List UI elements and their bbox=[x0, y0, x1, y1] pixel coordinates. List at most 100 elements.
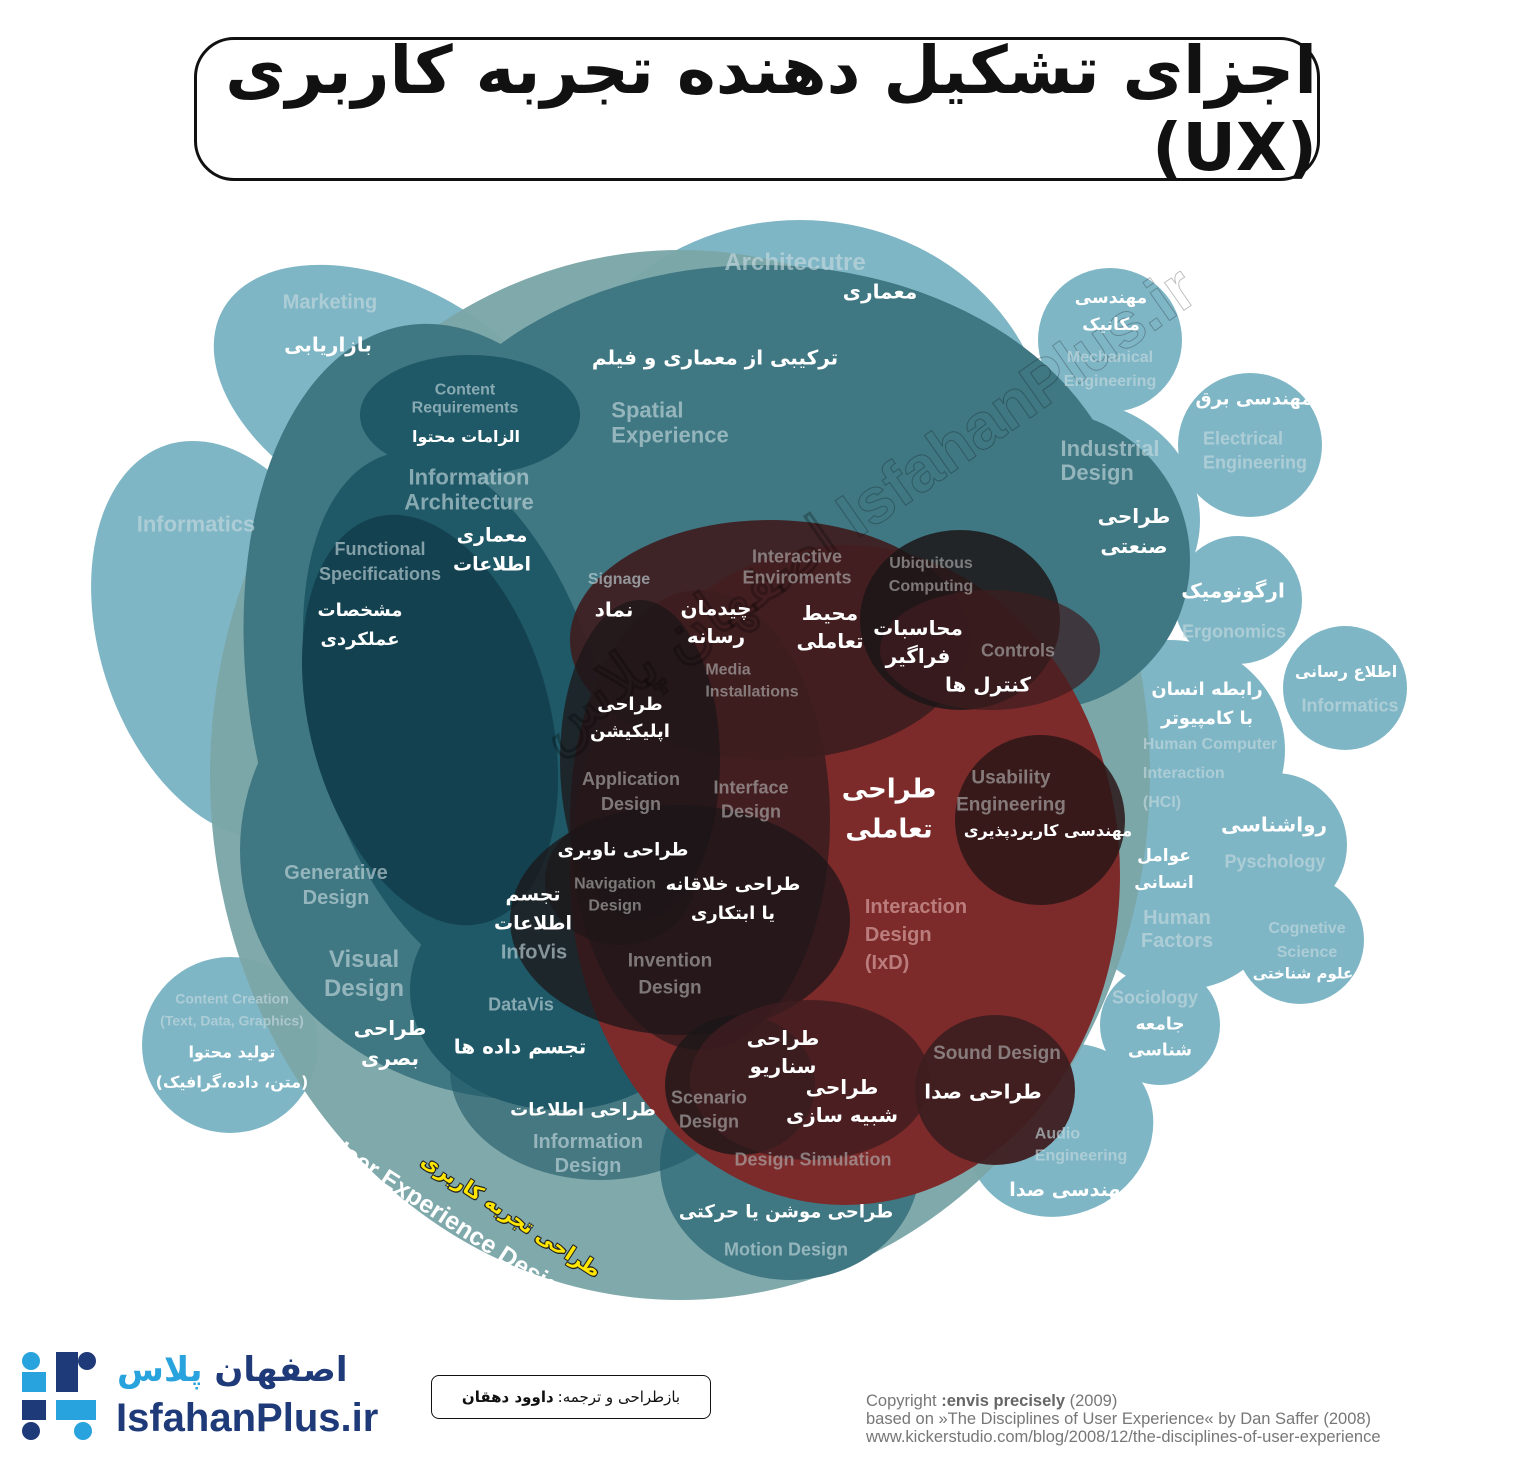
label-spatial-fa: ترکیبی از معماری و فیلم bbox=[591, 345, 839, 370]
label-cognitive-en-1: Cognetive bbox=[1268, 920, 1346, 937]
label-ubiquitous-en-2: Computing bbox=[888, 578, 974, 595]
label-ixd-en-2: Design bbox=[864, 924, 932, 946]
label-ergonomics-fa: ارگونومیک bbox=[1181, 578, 1285, 603]
label-human-factors-en-1: Human bbox=[1143, 907, 1211, 929]
label-electrical-fa: مهندسی برق bbox=[1195, 388, 1313, 410]
credit-label: بازطراحی و ترجمه: bbox=[557, 1388, 681, 1406]
label-mechanical-fa-1: مهندسی bbox=[1074, 287, 1148, 308]
label-ergonomics-en: Ergonomics bbox=[1181, 621, 1287, 642]
label-scenario-en-1: Scenario bbox=[670, 1087, 748, 1108]
copyright-line-2: based on »The Disciplines of User Experi… bbox=[866, 1410, 1372, 1428]
label-interactive-env-en-1: Interactive bbox=[751, 546, 843, 567]
label-architecture-en: Architecutre bbox=[724, 249, 866, 277]
label-architecture-fa: معماری bbox=[842, 279, 918, 304]
label-ixd-en-1: Interaction bbox=[864, 896, 968, 918]
label-visual-en-2: Design bbox=[323, 975, 405, 1002]
label-signage-fa: نماد bbox=[594, 597, 634, 622]
label-infovis-en: InfoVis bbox=[500, 941, 568, 964]
label-visual-en-1: Visual bbox=[328, 946, 400, 974]
label-hci-en-2: Interaction bbox=[1142, 764, 1225, 782]
label-sound-en: Sound Design bbox=[933, 1043, 1061, 1065]
label-invention-en-2: Design bbox=[638, 977, 702, 998]
label-industrial-fa-1: طراحی bbox=[1097, 504, 1171, 528]
logo-text-fa: اصفهان پلاس bbox=[117, 1350, 348, 1390]
electrical-circle bbox=[1178, 373, 1322, 517]
label-controls-fa: کنترل ها bbox=[944, 672, 1032, 697]
label-invention-fa-1: طراحی خلاقانه bbox=[665, 874, 801, 896]
label-usability-en-2: Engineering bbox=[956, 794, 1066, 815]
label-functional-en-2: Specifications bbox=[318, 564, 442, 584]
generative-ellipse bbox=[301, 514, 559, 926]
label-media-fa-1: چیدمان bbox=[680, 596, 752, 620]
copyright-word: Copyright bbox=[866, 1392, 937, 1410]
label-spatial-en-2: Experience bbox=[611, 423, 729, 448]
label-scenario-fa-2: سناریو bbox=[749, 1054, 817, 1078]
simulation-ellipse bbox=[690, 1000, 930, 1160]
label-info-design-en-1: Information bbox=[533, 1131, 643, 1153]
label-content-creation-fa-2: (متن، داده،گرافیک) bbox=[155, 1073, 309, 1092]
label-sociology-fa-2: شناسی bbox=[1128, 1040, 1192, 1060]
controls-ellipse bbox=[880, 590, 1100, 710]
label-informatics-right-en: Informatics bbox=[1301, 695, 1399, 716]
label-sociology-fa-1: جامعه bbox=[1135, 1014, 1185, 1035]
isfahanplus-logo: اصفهان پلاس IsfahanPlus.ir bbox=[22, 1350, 382, 1442]
label-sound-fa: طراحی صدا bbox=[924, 1079, 1042, 1104]
label-content-req-fa: الزامات محتوا bbox=[412, 426, 520, 446]
label-info-arch-fa-2: اطلاعات bbox=[452, 553, 532, 575]
label-controls-en: Controls bbox=[981, 640, 1055, 661]
label-mechanical-en-1: Mechanical bbox=[1066, 349, 1154, 366]
label-marketing-en: Marketing bbox=[282, 291, 378, 314]
credit-name: داوود دهقان bbox=[461, 1388, 554, 1406]
label-invention-en-1: Invention bbox=[627, 950, 713, 972]
label-navigation-en-2: Design bbox=[588, 898, 642, 915]
label-info-design-en-2: Design bbox=[554, 1155, 622, 1177]
label-hci-en-3: (HCI) bbox=[1142, 793, 1182, 811]
label-usability-en-1: Usability bbox=[971, 767, 1051, 789]
label-ubiquitous-en-1: Ubiquitous bbox=[889, 554, 973, 572]
label-content-creation-fa: تولید محتوا(متن، داده،گرافیک) bbox=[156, 1038, 309, 1099]
label-app-design-en-1: Application bbox=[582, 768, 680, 789]
cognitive-circle bbox=[1236, 876, 1364, 1004]
label-functional-en-1: Functional bbox=[334, 538, 426, 559]
label-interface-en-2: Design bbox=[720, 802, 782, 822]
page-title: اجزای تشکیل دهنده تجربه کاربری (UX) bbox=[225, 32, 1317, 186]
label-cognitive-fa: علوم شناختی bbox=[1252, 964, 1354, 983]
label-industrial-en-2: Design bbox=[1060, 460, 1134, 485]
label-content-creation-en-2: (Text, Data, Graphics) bbox=[160, 1013, 304, 1029]
label-interface-en-1: Interface bbox=[713, 777, 789, 798]
label-media-fa: چیدمان رسانه bbox=[680, 594, 751, 650]
ergonomics-circle bbox=[1174, 536, 1302, 664]
label-ixd-fa-2: تعاملی bbox=[845, 815, 933, 845]
label-audio-en-2: Engineering bbox=[1034, 1148, 1128, 1165]
label-navigation-fa: طراحی ناوبری bbox=[557, 839, 689, 861]
label-content-creation-en: Content Creation(Text, Data, Graphics) bbox=[160, 988, 304, 1033]
label-visual-fa-2: بصری bbox=[360, 1046, 419, 1070]
label-media-fa-2: رسانه bbox=[686, 624, 746, 648]
label-sociology-fa: جامعه شناسی bbox=[1128, 1013, 1192, 1064]
label-informatics-left-en: Informatics bbox=[136, 511, 256, 537]
mechanical-circle bbox=[1038, 268, 1182, 412]
label-simulation-en: Design Simulation bbox=[734, 1149, 892, 1170]
label-hci-fa-1: رابطه انسان bbox=[1151, 679, 1263, 701]
label-simulation-fa-1: طراحی bbox=[805, 1075, 879, 1099]
label-interactive-env-fa-2: تعاملی bbox=[796, 629, 864, 653]
